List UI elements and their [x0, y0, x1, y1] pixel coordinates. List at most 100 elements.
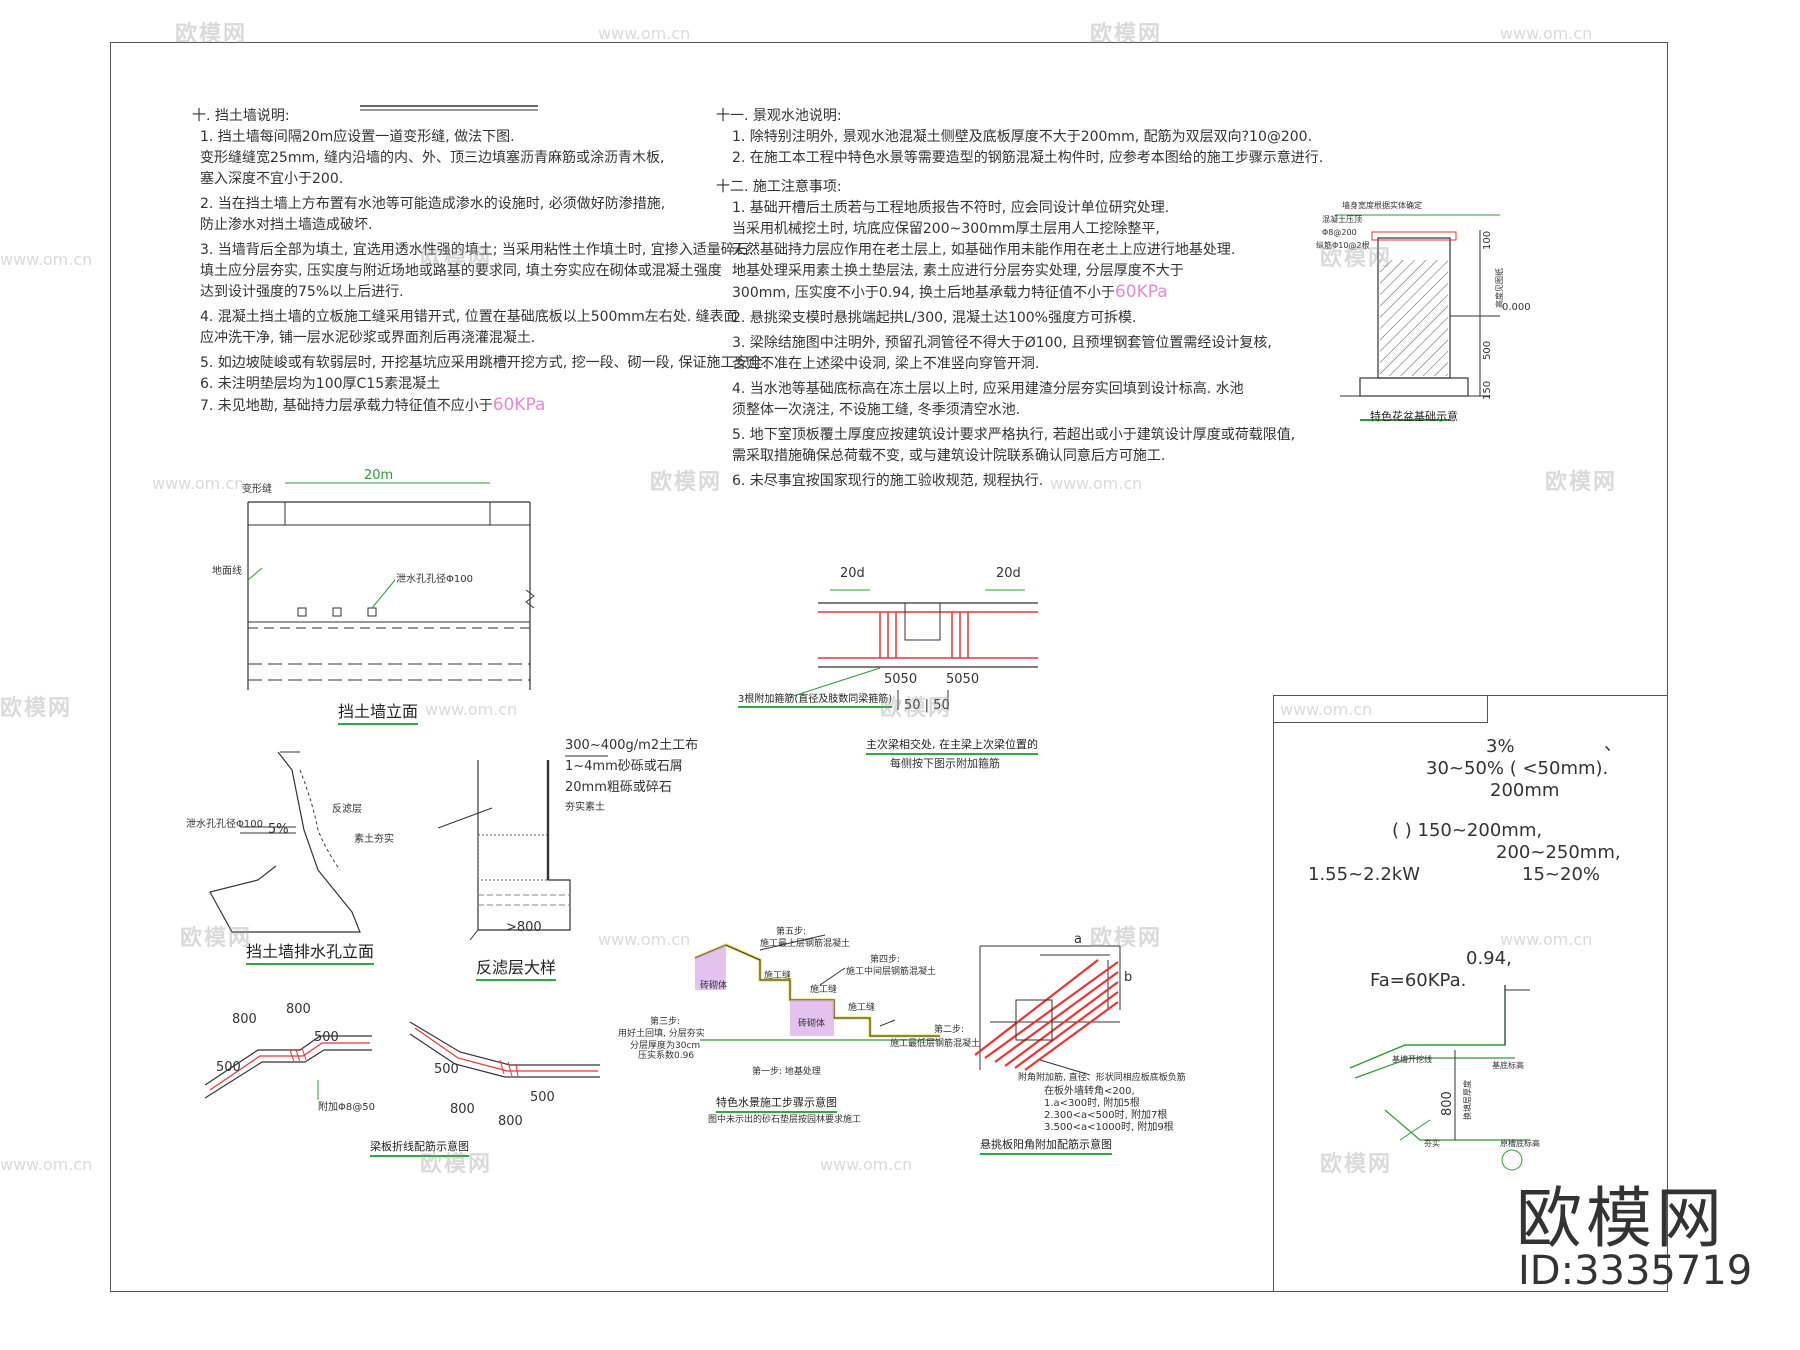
panel-foundation-drawing — [1349, 985, 1530, 1171]
label-drain-hole-2: 泄水孔孔径Φ100 — [186, 819, 263, 830]
note-line: 应冲洗干净, 铺一层水泥砂浆或界面剂后再浇灌混凝土. — [200, 330, 536, 346]
pool-joint-label-3: 施工缝 — [848, 1003, 876, 1013]
planter-label-2: Φ8@200 — [1322, 228, 1357, 237]
note-line: 达到设计强度的75%以上后进行. — [200, 284, 404, 300]
dim-500-d: 500 — [530, 1090, 555, 1105]
pool-step-3-label: 用好土回填, 分层夯实 — [618, 1029, 705, 1039]
panel-label-d: 夯实 — [1424, 1139, 1440, 1148]
watermark-url: www.om.cn — [1280, 700, 1373, 719]
dim-5050-left: 5050 — [884, 672, 918, 687]
filter-spec-coarse: 20mm粗砾或碎石 — [565, 780, 672, 795]
note-line: 5. 地下室顶板覆土厚度应按建筑设计要求严格执行, 若超出或小于建筑设计厚度或荷… — [732, 427, 1296, 443]
watermark-url: www.om.cn — [1500, 930, 1593, 949]
note-line: 变形缝缝宽25mm, 缝内沿墙的内、外、顶三边填塞沥青麻筋或涂沥青木板, — [200, 150, 665, 166]
note-line-with-value: 300mm, 压实度不小于0.94, 换土后地基承载力特征值不小于60KPa — [732, 282, 1168, 302]
label-ground: 地面线 — [212, 566, 242, 577]
label-slope: 5% — [268, 822, 289, 837]
panel-label-b: 基底标高 — [1492, 1061, 1524, 1070]
planter-depth-label: 高度见图纸 — [1495, 268, 1504, 308]
note-line: 否则不准在上述梁中设洞, 梁上不准竖向穿管开洞. — [732, 356, 1040, 372]
panel-label-c: 换填层厚度 — [1463, 1080, 1472, 1120]
panel-label-e: 原槽底标高 — [1500, 1139, 1540, 1148]
note-line: 3. 当墙背后全部为填土, 宜选用透水性强的填土; 当采用粘性土作填土时, 宜掺… — [200, 242, 754, 258]
cantilever-note-2: 在板外墙转角<200, — [1044, 1086, 1135, 1097]
note-line: 2. 在施工本工程中特色水景等需要造型的钢筋混凝土构件时, 应参考本图给的施工步… — [732, 150, 1324, 166]
dim-500-a: 500 — [314, 1030, 339, 1045]
watermark-brand: 欧模网 — [175, 22, 248, 47]
cantilever-corner-drawing — [974, 945, 1121, 1076]
note-line: 地基处理采用素土换土垫层法, 素土应进行分层夯实处理, 分层厚度不大于 — [732, 263, 1184, 279]
pool-step-3-label-3: 压实系数0.96 — [638, 1051, 695, 1061]
label-filter: 反滤层 — [332, 804, 362, 815]
dim-5050-right: 5050 — [946, 672, 980, 687]
pool-steps-drawing — [694, 934, 940, 1041]
foundation-panel-tab — [1273, 695, 1488, 723]
watermark-brand: 欧模网 — [1320, 246, 1393, 271]
watermark-url: www.om.cn — [598, 930, 691, 949]
watermark-brand: 欧模网 — [1090, 22, 1163, 47]
dim-a: a — [1074, 932, 1082, 947]
watermark-url: www.om.cn — [598, 24, 691, 43]
pool-steps-title: 特色水景施工步骤示意图 — [716, 1094, 837, 1113]
brand-logo-text: 欧模网 — [1516, 1180, 1726, 1257]
beam-junction-drawing — [789, 589, 1038, 710]
dim-20d-right: 20d — [996, 566, 1021, 581]
beam-bend-drawing — [204, 1021, 600, 1100]
panel-text-1: 3% — [1486, 736, 1515, 757]
watermark-brand: 欧模网 — [1320, 1152, 1393, 1177]
panel-text-2: 、 — [1604, 734, 1622, 755]
pool-step-3: 第三步: — [650, 1017, 681, 1027]
dim-800-d: 800 — [498, 1114, 523, 1129]
label-compacted-soil: 素土夯实 — [354, 834, 394, 845]
note-line: 3. 梁除结施图中注明外, 预留孔洞管径不得大于Ø100, 且预埋钢套管位置需经… — [732, 335, 1272, 351]
pool-step-2-label: 施工最低层钢筋混凝土 — [890, 1039, 981, 1049]
filter-spec-geotextile: 300~400g/m2土工布 — [565, 738, 699, 753]
pool-step-3-label-2: 分层厚度为30cm — [630, 1041, 701, 1051]
pool-step-5: 第五步: — [776, 927, 807, 937]
watermark-url: www.om.cn — [1500, 24, 1593, 43]
note-line: 4. 混凝土挡土墙的立板施工缝采用错开式, 位置在基础底板以上500mm左右处.… — [200, 309, 738, 325]
note-line: 1. 除特别注明外, 景观水池混凝土侧壁及底板厚度不大于200mm, 配筋为双层… — [732, 129, 1313, 145]
planter-dim-500: 500 — [1482, 340, 1493, 360]
filter-spec-soil: 夯实素土 — [565, 802, 605, 813]
note-line: 填土应分层夯实, 压实度与附近场地或路基的要求同, 填土夯实应在砌体或混凝土强度 — [200, 263, 722, 279]
note-line: 5. 如边坡陡峻或有软弱层时, 开挖基坑应采用跳槽开挖方式, 挖一段、砌一段, … — [200, 355, 767, 371]
cantilever-note-5: 3.500<a<1000时, 附加9根 — [1044, 1122, 1174, 1133]
drain-section-drawing — [209, 751, 361, 933]
note-line: 1. 挡土墙每间隔20m应设置一道变形缝, 做法下图. — [200, 129, 515, 145]
pool-step-2: 第二步: — [934, 1025, 965, 1035]
watermark-url: www.om.cn — [0, 1155, 93, 1174]
panel-dim-800: 800 — [1440, 1091, 1455, 1116]
filter-spec-gravel: 1~4mm砂砾或石屑 — [565, 759, 683, 774]
dim-b: b — [1124, 970, 1133, 985]
panel-compaction-value: 0.94, — [1466, 948, 1512, 969]
pool-step-1: 第一步: 地基处理 — [752, 1067, 821, 1077]
watermark-brand: 欧模网 — [1090, 926, 1163, 951]
panel-text-5: ( ) 150~200mm, — [1392, 820, 1543, 841]
pool-notes-heading: 十一. 景观水池说明: — [716, 108, 842, 124]
cantilever-note-1: 附角附加筋, 直径、形状同相应板底板负筋 — [1018, 1073, 1186, 1083]
drain-section-title: 挡土墙排水孔立面 — [246, 938, 375, 965]
planter-dim-150: 150 — [1482, 380, 1493, 400]
dim-20d-left: 20d — [840, 566, 865, 581]
dim-bottom: 50 | 50 — [904, 698, 950, 713]
dim-800-b: 800 — [286, 1002, 311, 1017]
watermark-brand: 欧模网 — [180, 926, 253, 951]
watermark-url: www.om.cn — [1050, 474, 1143, 493]
beam-junction-caption-1: 主次梁相交处, 在主梁上次梁位置的 — [866, 736, 1038, 755]
bearing-capacity-value: 60KPa — [492, 395, 546, 415]
wall-elevation-drawing — [247, 482, 535, 690]
note-line: 1. 基础开槽后土质若与工程地质报告不符时, 应会同设计单位研究处理. — [732, 200, 1170, 216]
note-line: 塞入深度不宜小于200. — [200, 171, 344, 187]
beam-junction-caption-2: 每侧按下图示附加箍筋 — [890, 757, 1000, 770]
retaining-wall-notes: 十. 挡土墙说明: 1. 挡土墙每间隔20m应设置一道变形缝, 做法下图. 变形… — [192, 106, 767, 417]
filter-layer-drawing — [437, 755, 608, 941]
watermark-url: www.om.cn — [152, 474, 245, 493]
planter-foundation-drawing — [1335, 214, 1500, 421]
planter-level: 0.000 — [1502, 302, 1531, 313]
filter-dim: >800 — [506, 920, 542, 935]
note-line: 2. 当在挡土墙上方布置有水池等可能造成渗水的设施时, 必须做好防渗措施, — [200, 196, 666, 212]
pool-step-5-label: 施工最上层钢筋混凝土 — [760, 939, 851, 949]
note-line: 6. 未注明垫层均为100厚C15素混凝土 — [200, 376, 441, 392]
